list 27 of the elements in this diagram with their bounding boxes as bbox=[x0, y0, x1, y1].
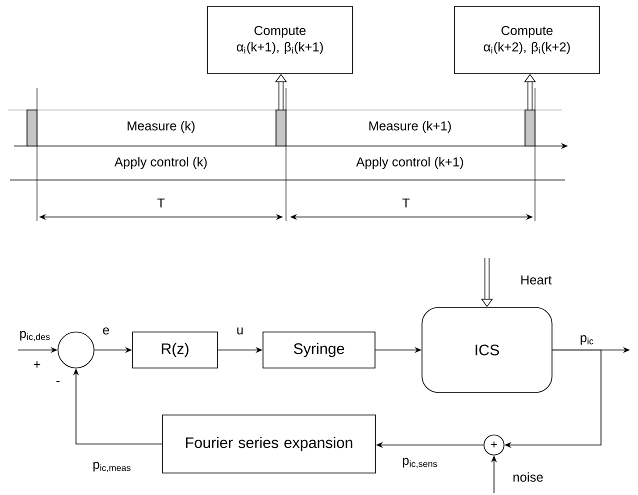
compute-box: Compute α$_{i}$(k+2), β$_{i}$(k+2) bbox=[454, 6, 600, 74]
edge-label: p$_{ic,des}$ bbox=[20, 330, 50, 342]
band-label: Measure (k) bbox=[128, 121, 195, 133]
edge-label: u bbox=[237, 328, 243, 334]
summing-junction: + bbox=[484, 434, 504, 456]
edge-label: noise bbox=[513, 472, 543, 482]
block-box: R(z) bbox=[132, 332, 218, 368]
compute-box: Compute α$_{i}$(k+1), β$_{i}$(k+1) bbox=[207, 6, 353, 74]
band-label: Apply control (k) bbox=[114, 156, 207, 169]
measurement-bar bbox=[276, 110, 286, 146]
edge-label: p$_{ic,sens}$ bbox=[402, 458, 437, 468]
edge-label: e bbox=[102, 327, 110, 335]
block-box: Syringe bbox=[262, 332, 376, 368]
edge-label: p$_{ic}$ bbox=[580, 335, 594, 345]
summing-junction bbox=[58, 332, 94, 368]
band-label: Apply control (k+1) bbox=[356, 156, 464, 169]
period-label: T bbox=[402, 198, 410, 208]
measurement-bar bbox=[26, 110, 38, 146]
edge-label: Heart bbox=[521, 276, 552, 284]
band-label: Measure (k+1) bbox=[369, 121, 451, 133]
sign-label: - bbox=[56, 381, 60, 382]
period-label: T bbox=[157, 198, 165, 208]
edge-label: p$_{ic,meas}$ bbox=[93, 462, 130, 472]
block-box: Fourier series expansion bbox=[162, 414, 376, 474]
sign-label: + bbox=[34, 361, 40, 368]
plant-box: ICS bbox=[422, 307, 552, 393]
measurement-bar bbox=[524, 110, 536, 146]
